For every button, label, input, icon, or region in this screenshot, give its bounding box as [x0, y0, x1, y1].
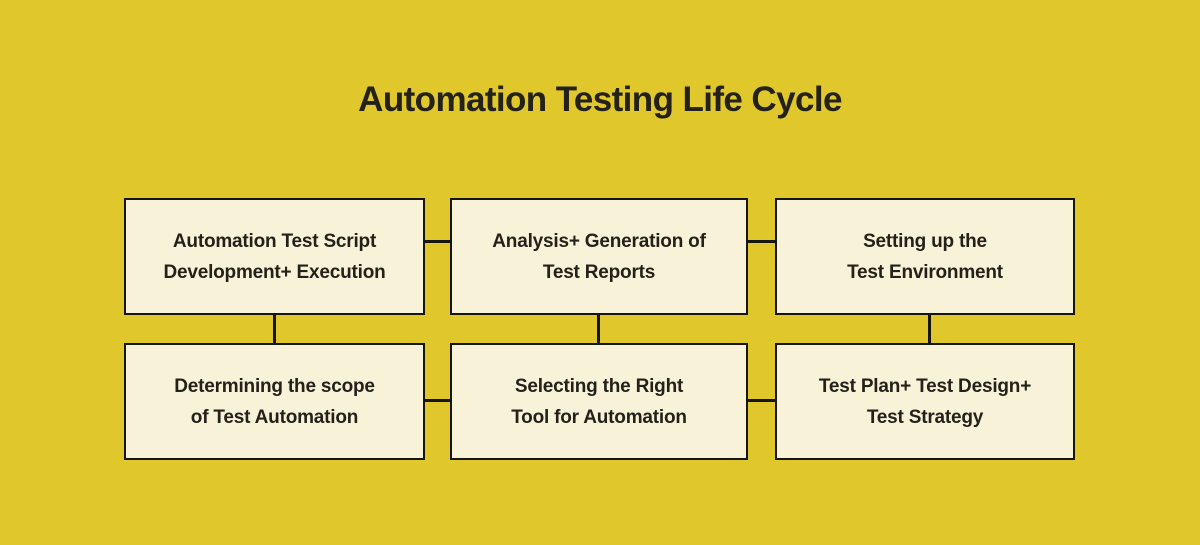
flow-box-setting-up-the-test-environment: Setting up the Test Environment	[775, 198, 1075, 315]
flow-box-selecting-the-right-tool-for-automation: Selecting the Right Tool for Automation	[450, 343, 748, 460]
box-text-line: of Test Automation	[190, 406, 359, 428]
connector-col3-box3-box6	[928, 314, 931, 344]
connector-row1-box2-box3	[747, 240, 776, 243]
flow-box-determining-the-scope-of-test-automation: Determining the scope of Test Automation	[124, 343, 425, 460]
connector-row1-box1-box2	[424, 240, 451, 243]
box-text-line: Analysis+ Generation of	[492, 230, 706, 252]
connector-row2-box5-box6	[747, 399, 776, 402]
box-text-line: Test Plan+ Test Design+	[818, 375, 1032, 397]
box-text-line: Test Reports	[542, 261, 656, 283]
box-text-line: Test Strategy	[866, 406, 984, 428]
connector-col1-box1-box4	[273, 314, 276, 344]
connector-row2-box4-box5	[424, 399, 451, 402]
diagram-title: Automation Testing Life Cycle	[358, 80, 842, 119]
box-text-line: Test Environment	[847, 261, 1003, 283]
box-text-line: Tool for Automation	[511, 406, 687, 428]
box-text-line: Setting up the	[863, 230, 987, 252]
flow-box-analysis-generation-of-test-reports: Analysis+ Generation of Test Reports	[450, 198, 748, 315]
flow-box-automation-test-script-development-execution: Automation Test Script Development+ Exec…	[124, 198, 425, 315]
box-text-line: Selecting the Right	[514, 375, 684, 397]
box-text-line: Automation Test Script	[172, 230, 377, 252]
box-text-line: Determining the scope	[174, 375, 375, 397]
flow-box-test-plan-test-design-test-strategy: Test Plan+ Test Design+ Test Strategy	[775, 343, 1075, 460]
connector-col2-box2-box5	[597, 314, 600, 344]
box-text-line: Development+ Execution	[163, 261, 386, 283]
